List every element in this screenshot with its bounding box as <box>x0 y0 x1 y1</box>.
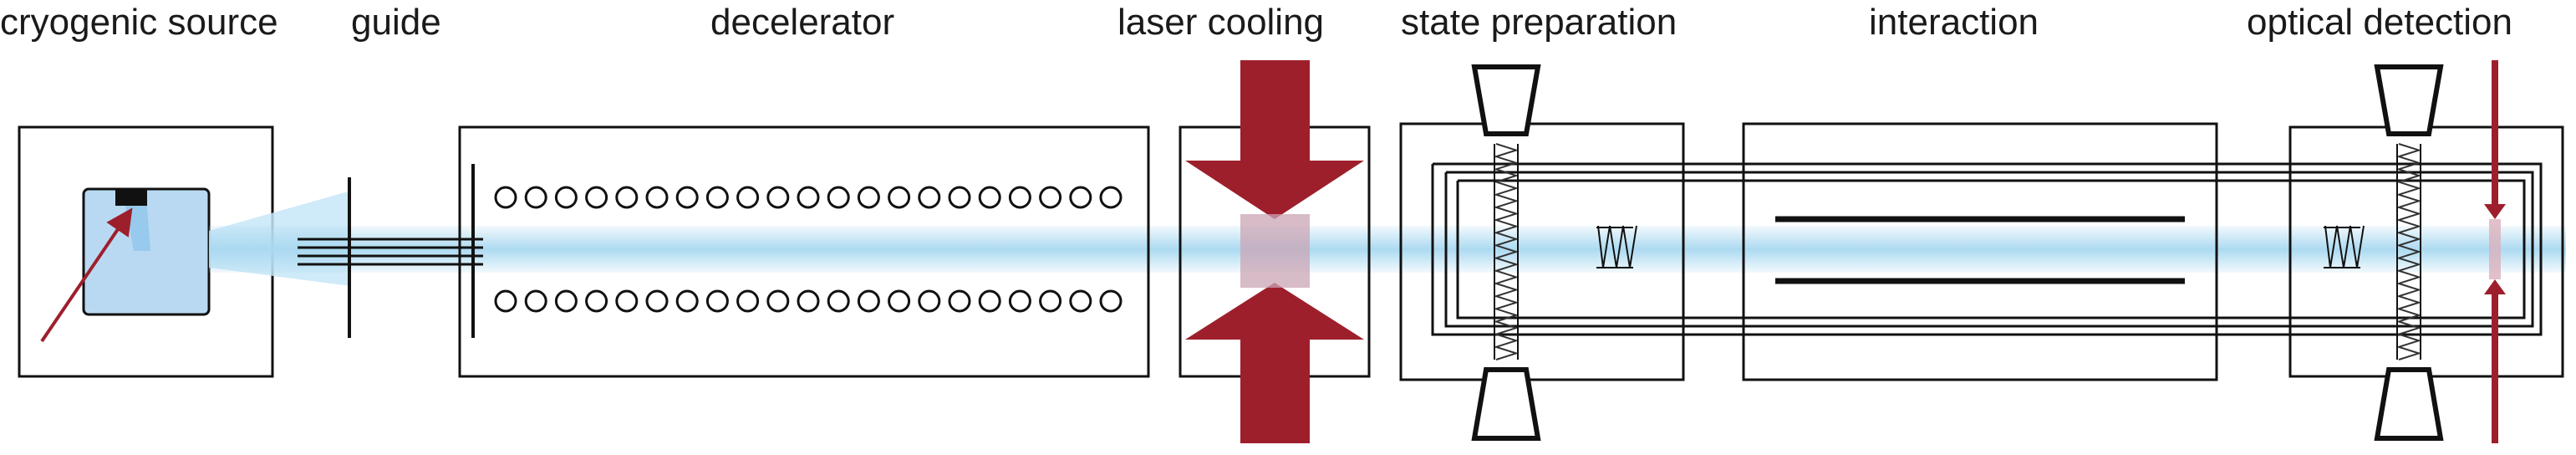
electrode-ring <box>1039 186 1062 209</box>
label-cryogenic-source: cryogenic source <box>0 2 278 43</box>
electrode-ring <box>736 289 760 313</box>
laser-cooling <box>1179 60 1371 443</box>
electrode-ring <box>1039 289 1062 313</box>
funnel-top <box>1471 64 1541 136</box>
electrode-ring <box>948 289 971 313</box>
electrode-ring <box>645 186 669 209</box>
state-preparation <box>1399 64 2215 441</box>
electrode-ring <box>705 289 729 313</box>
electrode-ring <box>1008 186 1031 209</box>
label-optical-detection: optical detection <box>2247 2 2512 43</box>
electrode-ring <box>918 289 941 313</box>
electrode-ring <box>524 186 547 209</box>
electrode-ring <box>948 186 971 209</box>
funnel-detection-bottom <box>2374 367 2444 441</box>
electrode-ring <box>797 289 820 313</box>
electrode-ring <box>675 186 699 209</box>
electrode-ring <box>705 186 729 209</box>
decelerator <box>458 125 1150 378</box>
electrode-ring <box>524 289 547 313</box>
electrode-ring <box>978 289 1001 313</box>
cooling-laser-top <box>1185 60 1364 219</box>
electrode-ring <box>585 186 608 209</box>
interaction <box>1742 122 2218 381</box>
electrodes-top <box>494 186 1123 209</box>
electrode-ring <box>494 289 517 313</box>
label-decelerator: decelerator <box>710 2 895 43</box>
electrode-ring <box>888 289 911 313</box>
electrode-ring <box>797 186 820 209</box>
molecular-beam <box>209 226 2566 273</box>
electrode-ring <box>675 289 699 313</box>
electrode-ring <box>918 186 941 209</box>
electrode-ring <box>1099 289 1123 313</box>
electrode-ring <box>1069 186 1092 209</box>
electrodes-bottom <box>494 289 1123 313</box>
funnel-bottom <box>1471 367 1541 441</box>
label-interaction: interaction <box>1869 2 2039 43</box>
funnel-detection-top <box>2374 64 2444 136</box>
electrode-ring <box>857 289 880 313</box>
electrode-ring <box>766 289 790 313</box>
electrode-ring <box>645 289 669 313</box>
electrode-ring <box>736 186 760 209</box>
electrode-ring <box>1069 289 1092 313</box>
electrode-ring <box>615 289 639 313</box>
cooling-laser-bottom <box>1185 283 1364 443</box>
electrode-ring <box>827 186 850 209</box>
electrode-ring <box>978 186 1001 209</box>
label-guide: guide <box>351 2 441 43</box>
optical-detection <box>2215 60 2564 443</box>
electrode-ring <box>554 186 578 209</box>
electrode-ring <box>1099 186 1123 209</box>
electrode-ring <box>554 289 578 313</box>
spring-coil <box>2395 143 2422 360</box>
label-laser-cooling: laser cooling <box>1117 2 1325 43</box>
electrode-ring <box>615 186 639 209</box>
electrode-ring <box>827 289 850 313</box>
electrode-ring <box>857 186 880 209</box>
electrode-ring <box>585 289 608 313</box>
spring-coil <box>1493 143 1520 360</box>
label-state-preparation: state preparation <box>1401 2 1677 43</box>
electrode-ring <box>1008 289 1031 313</box>
electrode-ring <box>888 186 911 209</box>
electrode-ring <box>494 186 517 209</box>
spring-detection <box>2395 143 2422 360</box>
spring-state-prep <box>1493 143 1520 360</box>
electrode-ring <box>766 186 790 209</box>
guide <box>298 177 483 338</box>
